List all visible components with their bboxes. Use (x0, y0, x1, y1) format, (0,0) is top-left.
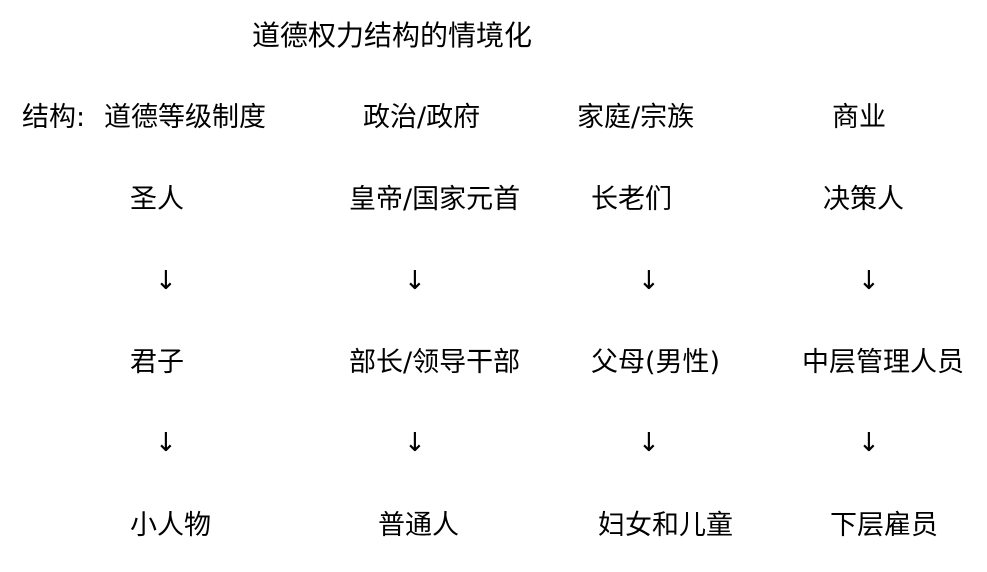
down-arrow-icon: ↓ (404, 266, 426, 296)
column-header-politics: 政治/政府 (363, 102, 481, 133)
family-middle-parents: 父母(男性) (591, 347, 721, 378)
politics-middle-minister: 部长/领导干部 (349, 347, 521, 378)
column-header-moral: 道德等级制度 (104, 102, 266, 133)
business-bottom-employees: 下层雇员 (830, 510, 938, 541)
family-bottom-women-children: 妇女和儿童 (598, 510, 733, 541)
moral-top-sage: 圣人 (130, 184, 184, 215)
family-top-elders: 长老们 (591, 184, 672, 215)
politics-top-emperor: 皇帝/国家元首 (349, 184, 521, 215)
politics-bottom-ordinary: 普通人 (378, 510, 459, 541)
column-header-business: 商业 (832, 102, 886, 133)
structure-label: 结构: (22, 102, 86, 133)
business-middle-managers: 中层管理人员 (802, 347, 964, 378)
moral-bottom-commoner: 小人物 (130, 510, 211, 541)
down-arrow-icon: ↓ (155, 266, 177, 296)
moral-middle-gentleman: 君子 (130, 347, 184, 378)
down-arrow-icon: ↓ (638, 266, 660, 296)
down-arrow-icon: ↓ (858, 266, 880, 296)
page-title: 道德权力结构的情境化 (252, 19, 533, 52)
business-top-decision-maker: 决策人 (823, 184, 904, 215)
down-arrow-icon: ↓ (155, 428, 177, 458)
down-arrow-icon: ↓ (638, 428, 660, 458)
column-header-family: 家庭/宗族 (577, 102, 695, 133)
down-arrow-icon: ↓ (858, 428, 880, 458)
down-arrow-icon: ↓ (404, 428, 426, 458)
